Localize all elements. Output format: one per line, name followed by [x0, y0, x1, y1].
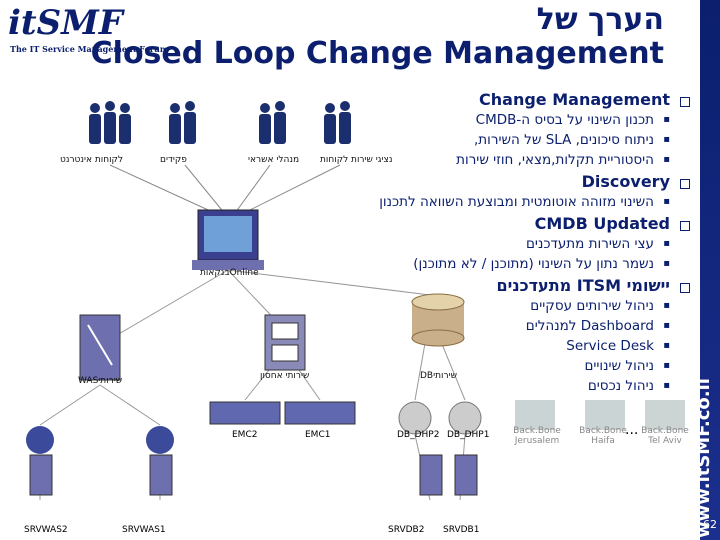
database-icon [411, 293, 465, 347]
section-cmdb-updated: CMDB Updated [310, 214, 690, 234]
people-icon [89, 101, 351, 144]
storage-cabinet-icon [264, 314, 306, 371]
ellipsis: ... [625, 422, 639, 438]
online-label: Onlineבנקאות [200, 268, 259, 278]
srvdb1-label: SRVDB1 [443, 525, 480, 535]
backbone-switch-icon [515, 400, 685, 430]
topology-diagram [26, 101, 685, 501]
db2-label: DB_DHP2 [397, 430, 440, 440]
people-label: נציגי שירות לקוחות [320, 155, 393, 165]
bullet-item: ניהול שינויים [310, 356, 670, 376]
bullet-item: עצי השירות מתעדכנים [310, 234, 670, 254]
db1-label: DB_DHP1 [447, 430, 490, 440]
globe-icon [398, 401, 482, 435]
bullet-list: Change Management תכנון השינוי על בסיס ה… [310, 88, 690, 396]
emc-storage-icon [209, 401, 356, 425]
backbone-haifa-label: Back.Bone Haifa [579, 426, 627, 446]
server-icon [29, 454, 478, 496]
storage-label: שירותי אחסון [260, 371, 310, 381]
logo-tagline: The IT Service Management Forum [10, 44, 169, 54]
bullet-item: ניתוח סיכונים, SLA של השירות, [310, 130, 670, 150]
db-label: שירותיDB [420, 371, 457, 381]
router-icon [26, 426, 174, 454]
people-label: מנהלי אשראי [248, 155, 300, 165]
bullet-item: Service Desk [310, 336, 670, 356]
people-label: לקוחות אינטרנט [60, 155, 124, 165]
bullet-item: Dashboard למנהלים [310, 316, 670, 336]
emc2-label: EMC2 [232, 430, 258, 440]
bullet-item: נשמר נתון על השינוי (מתוכנן / לא מתוכנן) [310, 254, 670, 274]
title-english: Closed Loop Change Management [90, 36, 664, 71]
section-itsm-apps: יישומי ITSM מתעדכנים [310, 276, 690, 296]
backbone-jerusalem-label: Back.Bone Jerusalem [513, 426, 561, 446]
people-label: פקידים [160, 155, 187, 165]
was-label: שירותיWAS [78, 376, 123, 386]
bullet-item: תכנון השינוי על בסיס ה-CMDB [310, 110, 670, 130]
page-number: 62 [703, 518, 717, 531]
section-discovery: Discovery [310, 172, 690, 192]
sidebar-band [700, 0, 720, 540]
srvwas2-label: SRVWAS2 [24, 525, 68, 535]
srvwas1-label: SRVWAS1 [122, 525, 166, 535]
itsmf-logo: itSMF [8, 3, 123, 43]
bullet-item: ניהול שירותים עסקיים [310, 296, 670, 316]
srvdb2-label: SRVDB2 [388, 525, 425, 535]
section-change-management: Change Management [310, 90, 690, 110]
emc1-label: EMC1 [305, 430, 331, 440]
bullet-item: ניהול נכסים [310, 376, 670, 396]
bullet-item-continued: היסטוריית תקלות,מצאי, חוזי שירות [310, 150, 670, 170]
title-hebrew: הערך של [536, 2, 664, 37]
bullet-item: השינוי מזוהה אוטומטית ומבוצעת השוואה לתכ… [310, 192, 670, 212]
terminal-icon [192, 209, 264, 270]
was-server-icon [79, 314, 121, 381]
backbone-telaviv-label: Back.Bone Tel Aviv [641, 426, 689, 446]
